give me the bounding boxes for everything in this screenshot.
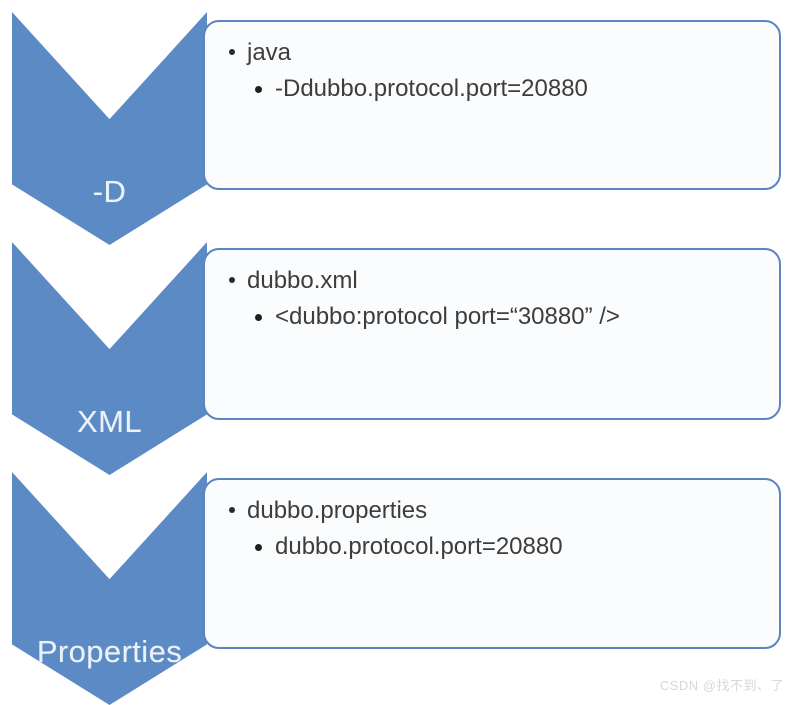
list-item-label: java — [247, 39, 292, 66]
list-item: -Ddubbo.protocol.port=20880 — [247, 72, 761, 107]
list-item: <dubbo:protocol port=“30880” /> — [247, 300, 761, 335]
list-item-label: <dubbo:protocol port=“30880” /> — [275, 303, 620, 331]
sub-bullet-list-step-3: dubbo.protocol.port=20880 — [247, 530, 761, 565]
callout-box-step-2: dubbo.xml <dubbo:protocol port=“30880” /… — [203, 248, 781, 420]
bullet-dot-icon — [229, 49, 235, 55]
chevron-step-2: XML — [12, 242, 207, 475]
callout-box-step-1: java -Ddubbo.protocol.port=20880 — [203, 20, 781, 190]
list-item-label: dubbo.protocol.port=20880 — [275, 533, 563, 561]
csdn-watermark: CSDN @找不到、了 — [659, 678, 784, 693]
chevron-step-1: -D — [12, 12, 207, 245]
bullet-dot-icon — [255, 314, 262, 322]
list-item: dubbo.properties dubbo.protocol.port=208… — [223, 494, 761, 565]
callout-box-step-3: dubbo.properties dubbo.protocol.port=208… — [203, 478, 781, 649]
chevron-step-3: Properties — [12, 472, 207, 705]
bullet-list-step-3: dubbo.properties dubbo.protocol.port=208… — [223, 494, 761, 565]
list-item-label: -Ddubbo.protocol.port=20880 — [275, 75, 588, 103]
chevron-label-step-2: XML — [77, 404, 142, 439]
list-item-label: dubbo.xml — [247, 267, 358, 294]
bullet-list-step-2: dubbo.xml <dubbo:protocol port=“30880” /… — [223, 264, 761, 335]
list-item-label: dubbo.properties — [247, 497, 428, 524]
bullet-dot-icon — [229, 507, 235, 513]
bullet-dot-icon — [255, 544, 262, 552]
list-item: dubbo.protocol.port=20880 — [247, 530, 761, 565]
list-item: java -Ddubbo.protocol.port=20880 — [223, 36, 761, 107]
bullet-dot-icon — [255, 86, 262, 94]
sub-bullet-list-step-2: <dubbo:protocol port=“30880” /> — [247, 300, 761, 335]
bullet-dot-icon — [229, 277, 235, 283]
bullet-list-step-1: java -Ddubbo.protocol.port=20880 — [223, 36, 761, 107]
chevron-label-step-3: Properties — [36, 634, 183, 669]
sub-bullet-list-step-1: -Ddubbo.protocol.port=20880 — [247, 72, 761, 107]
chevron-label-step-1: -D — [92, 174, 127, 209]
list-item: dubbo.xml <dubbo:protocol port=“30880” /… — [223, 264, 761, 335]
